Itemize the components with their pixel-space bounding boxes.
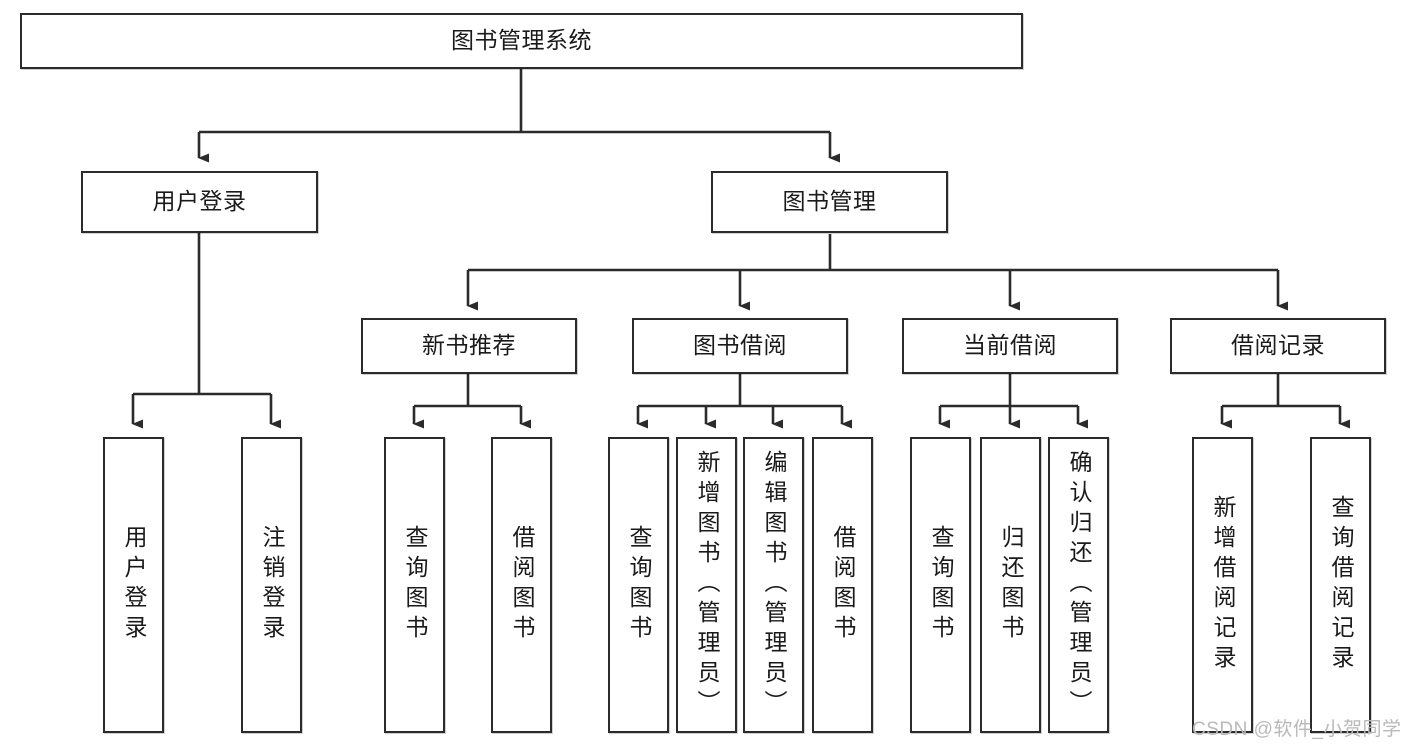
node-leaf-borrow-book-recommendation[interactable]: 借阅图书 [491,437,552,733]
node-label: 新增借阅记录 [1210,495,1236,675]
node-root-book-management-system[interactable]: 图书管理系统 [20,13,1023,69]
node-label: 当前借阅 [963,332,1057,359]
node-label: 查询图书 [402,525,428,645]
watermark-text: CSDN @软件_小贺同学 [1192,719,1402,740]
node-label: 注销登录 [259,525,285,645]
node-leaf-query-book-borrowing[interactable]: 查询图书 [608,437,669,733]
node-leaf-add-book-admin[interactable]: 新增图书（管理员） [676,437,737,733]
node-label: 查询借阅记录 [1328,495,1354,675]
node-leaf-query-book-current[interactable]: 查询图书 [910,437,971,733]
node-leaf-query-borrowing-record[interactable]: 查询借阅记录 [1310,437,1371,733]
node-label: 图书管理 [782,188,877,215]
node-label: 编辑图书（管理员） [761,450,787,720]
node-label: 查询图书 [626,525,652,645]
node-current-borrowing[interactable]: 当前借阅 [902,318,1118,374]
node-leaf-user-login[interactable]: 用户登录 [103,437,164,733]
node-book-management[interactable]: 图书管理 [711,171,948,233]
node-label: 借阅图书 [509,525,535,645]
node-new-book-recommendation[interactable]: 新书推荐 [361,318,577,374]
node-user-login[interactable]: 用户登录 [81,171,318,233]
node-label: 确认归还（管理员） [1066,450,1092,720]
node-leaf-borrow-book-borrowing[interactable]: 借阅图书 [812,437,873,733]
node-book-borrowing[interactable]: 图书借阅 [632,318,848,374]
node-label: 借阅记录 [1231,332,1325,359]
node-leaf-query-book-recommendation[interactable]: 查询图书 [384,437,445,733]
node-label: 借阅图书 [830,525,856,645]
node-label: 用户登录 [121,525,147,645]
node-label: 新书推荐 [422,332,516,359]
node-leaf-add-borrowing-record[interactable]: 新增借阅记录 [1192,437,1253,733]
node-leaf-logout[interactable]: 注销登录 [241,437,302,733]
node-leaf-edit-book-admin[interactable]: 编辑图书（管理员） [743,437,804,733]
node-borrowing-record[interactable]: 借阅记录 [1170,318,1386,374]
node-label: 用户登录 [152,188,247,215]
node-label: 查询图书 [928,525,954,645]
node-label: 图书管理系统 [451,27,592,54]
node-label: 图书借阅 [693,332,787,359]
node-leaf-return-book[interactable]: 归还图书 [980,437,1041,733]
node-leaf-confirm-return-admin[interactable]: 确认归还（管理员） [1048,437,1109,733]
node-label: 归还图书 [998,525,1024,645]
node-label: 新增图书（管理员） [694,450,720,720]
